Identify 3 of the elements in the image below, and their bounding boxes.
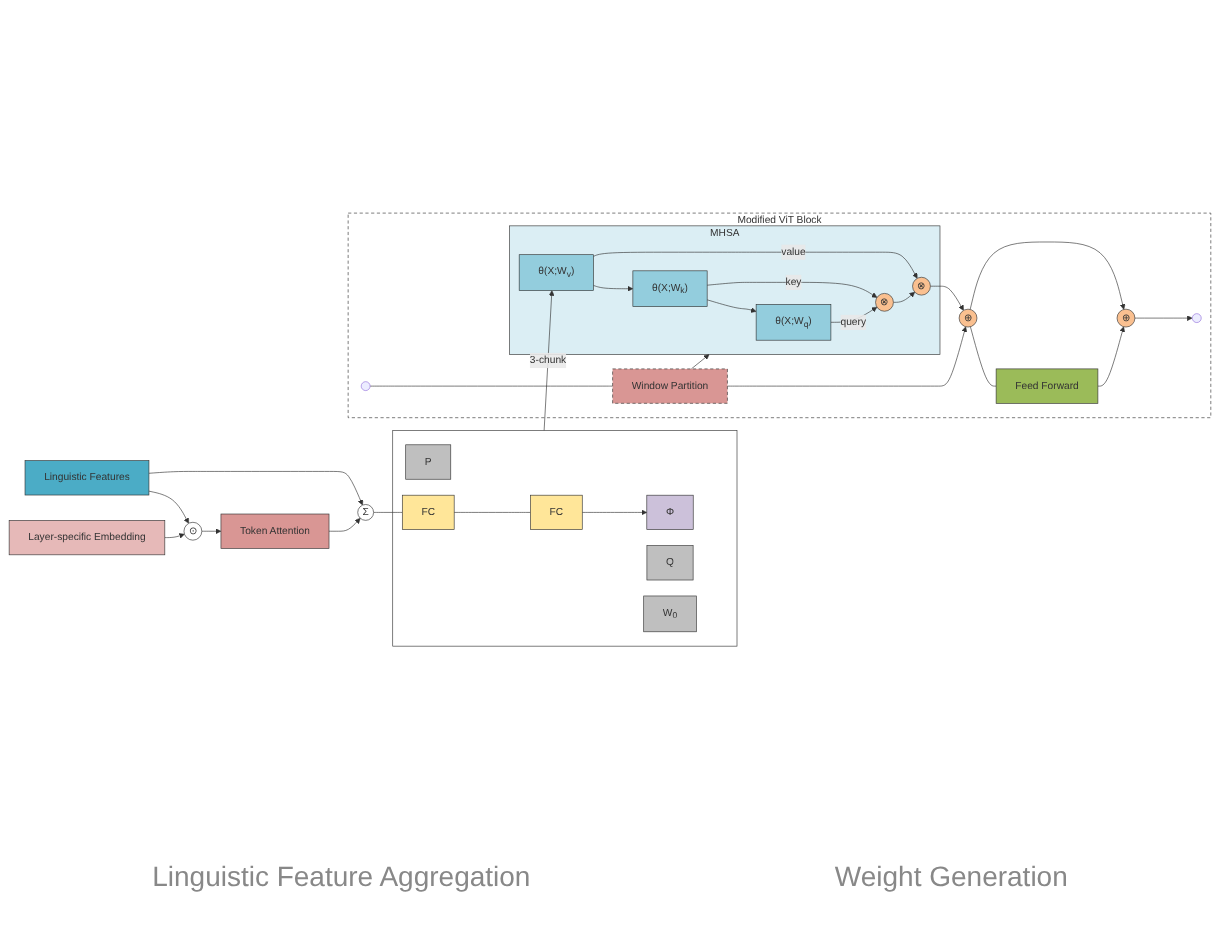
cluster <box>392 430 738 647</box>
section-label: Weight Generation <box>834 860 1068 892</box>
section-label: Linguistic Feature Aggregation <box>152 860 531 892</box>
